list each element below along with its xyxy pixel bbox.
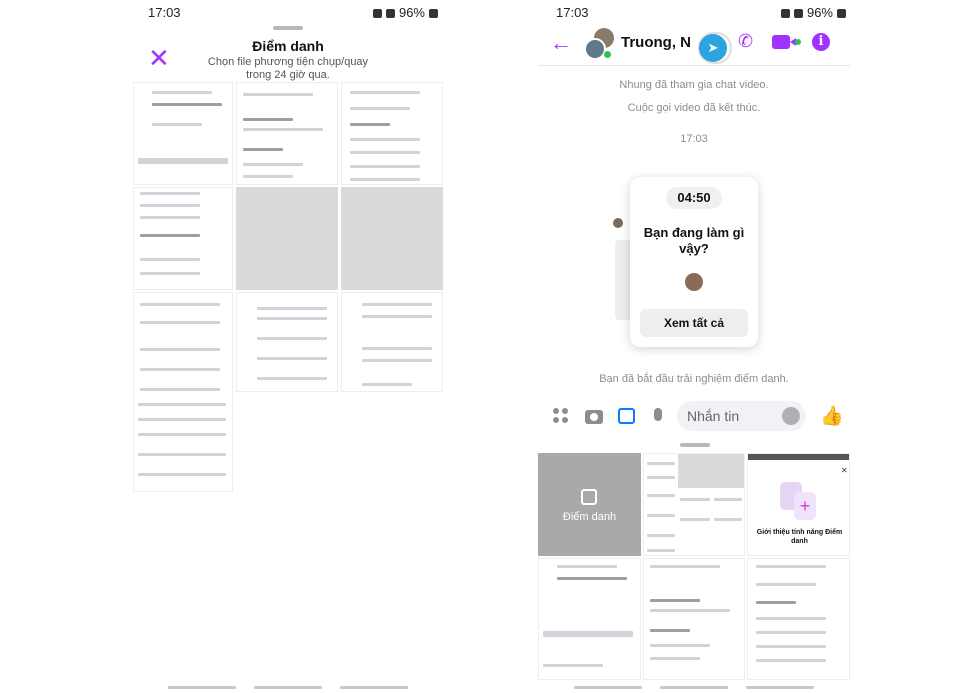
active-dot: [795, 39, 801, 45]
telegram-icon[interactable]: ➤: [699, 34, 727, 62]
avatar[interactable]: [584, 28, 616, 60]
gallery-icon[interactable]: [618, 408, 635, 424]
system-message: Cuộc gọi video đã kết thúc.: [627, 102, 761, 114]
nav-bar: [254, 686, 322, 689]
checkin-question: Bạn đang làm gì vậy?: [643, 225, 745, 256]
message-input[interactable]: Nhắn tin: [677, 401, 806, 431]
media-thumb[interactable]: [747, 558, 850, 680]
message-behind: [615, 240, 633, 320]
menu-dots-icon[interactable]: [553, 408, 569, 424]
alarm-icon: [373, 9, 383, 19]
media-thumb[interactable]: [341, 292, 443, 392]
media-thumb[interactable]: [133, 292, 233, 492]
see-all-button[interactable]: Xem tất cả: [640, 309, 748, 337]
status-time: 17:03: [148, 5, 181, 20]
media-thumb[interactable]: [538, 558, 641, 680]
contact-name[interactable]: Truong, N: [621, 34, 691, 51]
sheet-subtitle: Chọn file phương tiện chụp/quay trong 24…: [207, 56, 369, 81]
media-thumb[interactable]: [236, 292, 338, 392]
nav-bar: [340, 686, 408, 689]
system-note: Bạn đã bắt đầu trải nghiệm điểm danh.: [599, 373, 789, 385]
info-icon[interactable]: i: [812, 33, 830, 51]
sheet-title: Điểm danh: [252, 38, 324, 54]
back-arrow-icon[interactable]: ←: [550, 30, 572, 55]
microphone-icon[interactable]: [654, 408, 662, 421]
phone-call-icon[interactable]: ✆: [738, 31, 754, 51]
checkin-tile[interactable]: Điểm danh: [538, 453, 641, 556]
emoji-icon[interactable]: [782, 407, 800, 425]
sender-avatar: [613, 218, 623, 228]
nav-bar: [660, 686, 728, 689]
checkin-tile-label: Điểm danh: [562, 511, 617, 523]
gallery-handle[interactable]: [680, 443, 710, 447]
media-thumb[interactable]: [643, 558, 745, 680]
media-thumb[interactable]: [341, 187, 443, 290]
sheet-handle[interactable]: [273, 26, 303, 30]
checkin-timer: 04:50: [666, 187, 722, 209]
nav-bar: [574, 686, 642, 689]
promo-title: Giới thiệu tính năng Điểm danh: [756, 529, 843, 545]
close-icon: ✕: [841, 466, 848, 475]
media-thumb[interactable]: [643, 453, 745, 556]
wifi-icon: [794, 9, 804, 19]
promo-thumb[interactable]: ✕ + Giới thiệu tính năng Điểm danh: [747, 453, 850, 556]
message-placeholder: Nhắn tin: [687, 408, 740, 424]
status-time: 17:03: [556, 5, 589, 20]
media-thumb[interactable]: [133, 82, 233, 185]
video-call-icon-lens: [790, 38, 796, 46]
media-thumb[interactable]: [133, 187, 233, 290]
checkin-card[interactable]: 04:50 Bạn đang làm gì vậy? Xem tất cả: [630, 177, 758, 347]
battery-level: 96%: [806, 5, 833, 20]
header-divider: [538, 65, 850, 66]
nav-bar: [746, 686, 814, 689]
media-thumb[interactable]: [236, 82, 338, 185]
battery-level: 96%: [398, 5, 425, 20]
media-thumb[interactable]: [341, 82, 443, 185]
camera-icon[interactable]: [585, 410, 603, 424]
wifi-icon: [386, 9, 396, 19]
checkin-add-icon: [581, 489, 597, 505]
alarm-icon: [781, 9, 791, 19]
media-thumb[interactable]: [236, 187, 338, 290]
battery-icon: [429, 9, 438, 19]
battery-icon: [837, 9, 846, 19]
system-message: Nhung đã tham gia chat video.: [619, 79, 769, 91]
status-bar: 17:03 96%: [148, 5, 438, 20]
nav-bar: [168, 686, 236, 689]
status-bar: 17:03 96%: [556, 5, 846, 20]
video-call-icon[interactable]: [772, 35, 790, 49]
responder-avatar: [685, 273, 703, 291]
timestamp: 17:03: [680, 133, 708, 145]
like-icon[interactable]: 👍: [820, 406, 844, 427]
close-icon[interactable]: ✕: [148, 43, 170, 73]
